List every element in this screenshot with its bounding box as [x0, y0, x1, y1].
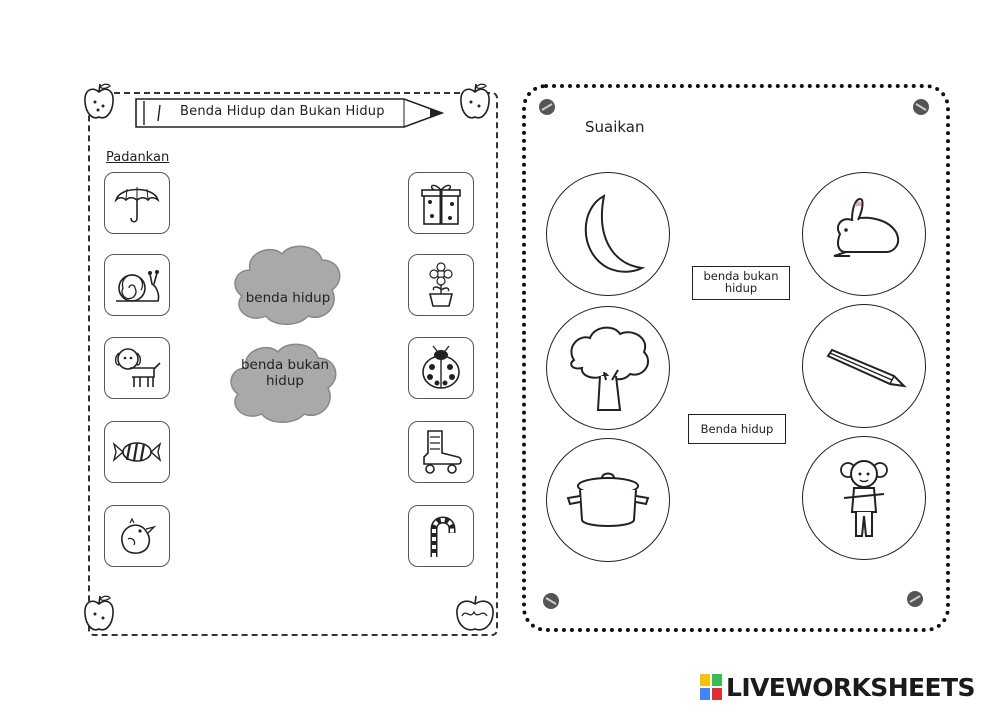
- left-worksheet-frame: [88, 92, 498, 636]
- instruction-suaikan: Suaikan: [585, 118, 645, 136]
- moon-icon: [584, 194, 646, 273]
- pin-icon: [913, 99, 929, 115]
- circle-rabbit[interactable]: [802, 172, 926, 296]
- tile-bird[interactable]: [104, 505, 170, 567]
- pencil-banner: [135, 98, 444, 128]
- roller-skate-icon: [423, 430, 462, 474]
- circle-pot[interactable]: [546, 438, 670, 562]
- label-benda-hidup[interactable]: Benda hidup: [688, 414, 786, 444]
- worksheet-title: Benda Hidup dan Bukan Hidup: [180, 104, 385, 119]
- pot-icon: [566, 472, 650, 527]
- circle-moon[interactable]: [546, 172, 670, 296]
- rabbit-icon: [833, 198, 900, 257]
- apple-icon: [84, 83, 114, 119]
- tile-flower-pot[interactable]: [408, 254, 474, 316]
- apple-icon: [84, 595, 114, 631]
- liveworksheets-brand[interactable]: LIVEWORKSHEETS: [726, 672, 975, 702]
- circle-tree[interactable]: [546, 306, 670, 430]
- bird-icon: [121, 517, 157, 554]
- tree-icon: [570, 326, 649, 411]
- circle-girl[interactable]: [802, 436, 926, 560]
- category-benda-bukan-hidup[interactable]: benda bukan hidup: [240, 357, 330, 389]
- pin-icon: [539, 99, 555, 115]
- candy-icon: [112, 441, 162, 463]
- tile-candy[interactable]: [104, 421, 170, 483]
- dog-icon: [114, 348, 161, 387]
- cloud-shape: [234, 245, 341, 325]
- tile-snail[interactable]: [104, 254, 170, 316]
- apple-logo-icon: [456, 595, 494, 631]
- instruction-padankan: Padankan: [106, 150, 170, 165]
- pencil-icon: [826, 348, 907, 388]
- liveworksheets-footer: LIVEWORKSHEETS: [700, 672, 975, 702]
- snail-icon: [116, 270, 160, 302]
- ladybug-icon: [422, 345, 460, 389]
- circle-pencil[interactable]: [802, 304, 926, 428]
- apple-icon: [460, 83, 490, 119]
- tile-gift-box[interactable]: [408, 172, 474, 234]
- tile-candy-cane[interactable]: [408, 505, 474, 567]
- label-benda-bukan-hidup[interactable]: benda bukan hidup: [692, 266, 790, 300]
- pin-icon: [907, 591, 923, 607]
- liveworksheets-logo-icon: [700, 674, 722, 700]
- cloud-shape: [230, 343, 337, 423]
- tile-ladybug[interactable]: [408, 337, 474, 399]
- candy-cane-icon: [430, 516, 456, 557]
- umbrella-icon: [114, 187, 160, 223]
- tile-umbrella[interactable]: [104, 172, 170, 234]
- category-benda-hidup[interactable]: benda hidup: [245, 290, 331, 306]
- flower-pot-icon: [428, 262, 454, 307]
- pin-icon: [543, 593, 559, 609]
- tile-dog[interactable]: [104, 337, 170, 399]
- right-worksheet-frame: [522, 84, 950, 632]
- girl-icon: [840, 460, 888, 537]
- gift-box-icon: [421, 184, 461, 225]
- tile-roller-skate[interactable]: [408, 421, 474, 483]
